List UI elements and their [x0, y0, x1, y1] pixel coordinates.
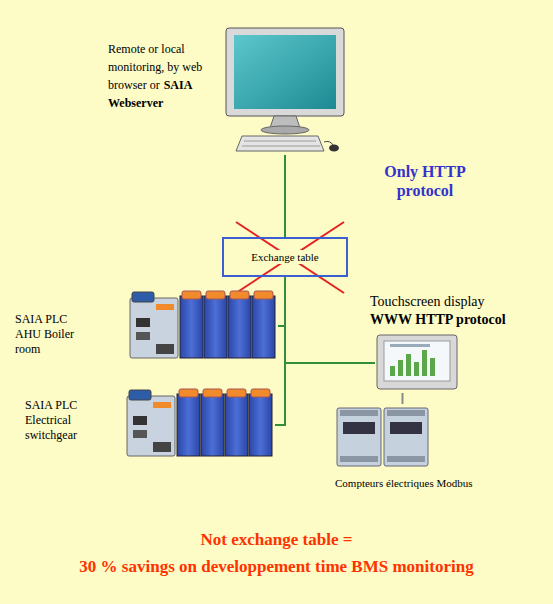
meter-illustration — [384, 408, 428, 466]
meter-node: Compteurs électriques Modbus — [335, 404, 430, 470]
plc-illustration — [129, 390, 151, 400]
connector-line — [278, 277, 285, 326]
label-block: Compteurs électriques Modbus — [335, 476, 515, 490]
label-block: Touchscreen displayWWW HTTP protocol — [370, 293, 548, 329]
plc-illustration — [153, 442, 171, 452]
plc-illustration — [177, 394, 200, 456]
red-cross — [236, 222, 344, 293]
computer-illustration — [324, 141, 333, 145]
meter-illustration — [390, 422, 422, 434]
node-text: Touchscreen display — [370, 293, 548, 311]
connector-line — [285, 277, 375, 363]
touchscreen-illustration — [430, 358, 435, 376]
exchange-table-box: Exchange table — [222, 237, 348, 277]
touchscreen-illustration — [384, 341, 450, 381]
plc-illustration — [179, 389, 198, 397]
plc-illustration — [254, 291, 273, 299]
connector-line — [402, 393, 404, 404]
plc-illustration — [206, 291, 225, 299]
plc-illustration — [156, 304, 174, 310]
label-block: SAIA PLC Electrical switchgear — [25, 398, 97, 443]
meter-illustration — [340, 456, 378, 462]
meter-illustration — [343, 422, 375, 434]
plc-illustration — [127, 396, 175, 456]
plc-illustration — [252, 296, 275, 358]
plc-illustration — [133, 416, 147, 425]
computer-illustration — [329, 145, 339, 152]
protocol-note: Only HTTP protocol — [372, 162, 478, 200]
touchscreen-illustration — [377, 335, 457, 389]
computer-illustration — [236, 136, 324, 151]
meter-illustration — [387, 456, 425, 462]
touchscreen-illustration — [390, 344, 430, 347]
node-text: Exchange table — [248, 250, 322, 264]
plc-illustration — [156, 344, 174, 354]
savings-note: 30 % savings on developpement time BMS m… — [0, 557, 553, 577]
computer-illustration — [226, 28, 344, 116]
touchscreen-illustration — [390, 366, 395, 376]
plc-node: SAIA PLC Electrical switchgear — [125, 388, 275, 462]
computer-illustration — [234, 35, 336, 109]
touchscreen-node: Touchscreen displayWWW HTTP protocol — [375, 333, 460, 393]
meter-illustration — [387, 410, 425, 416]
label-block: SAIA PLC AHU Boiler room — [15, 312, 87, 357]
connector-line — [275, 277, 285, 425]
touchscreen-illustration — [398, 360, 403, 376]
node-text: WWW HTTP protocol — [370, 311, 548, 329]
plc-illustration — [201, 394, 224, 456]
computer-illustration — [226, 28, 344, 152]
red-cross — [236, 222, 344, 293]
plc-illustration — [127, 389, 272, 456]
plc-illustration — [180, 296, 203, 358]
plc-node: SAIA PLC AHU Boiler room — [128, 290, 278, 362]
touchscreen-illustration — [406, 354, 411, 376]
connector-line — [284, 155, 286, 237]
plc-illustration — [249, 394, 272, 456]
plc-illustration — [227, 389, 246, 397]
red-cross — [236, 222, 344, 293]
plc-illustration — [203, 389, 222, 397]
plc-illustration — [130, 291, 275, 358]
plc-illustration — [130, 298, 178, 358]
savings-note: Not exchange table = — [0, 530, 553, 550]
label-block: Remote or local monitoring, by web brows… — [108, 39, 216, 111]
touchscreen-illustration — [414, 362, 419, 376]
plc-illustration — [136, 318, 150, 327]
plc-illustration — [204, 296, 227, 358]
plc-illustration — [136, 332, 150, 340]
meter-illustration — [340, 410, 378, 416]
node-text: Compteurs électriques Modbus — [335, 476, 515, 490]
plc-illustration — [132, 292, 154, 302]
computer-illustration — [242, 141, 320, 146]
plc-illustration — [153, 402, 171, 408]
plc-illustration — [251, 389, 270, 397]
plc-illustration — [230, 291, 249, 299]
computer-illustration — [261, 126, 309, 134]
plc-illustration — [182, 291, 201, 299]
meter-illustration — [337, 408, 381, 466]
computer-node: Remote or local monitoring, by web brows… — [220, 25, 350, 155]
meter-illustration — [337, 408, 428, 466]
node-text: SAIA PLC Electrical switchgear — [25, 398, 97, 443]
touchscreen-illustration — [422, 350, 427, 376]
plc-illustration — [228, 296, 251, 358]
plc-illustration — [133, 430, 147, 438]
plc-illustration — [225, 394, 248, 456]
touchscreen-illustration — [377, 335, 457, 389]
node-text: SAIA PLC AHU Boiler room — [15, 312, 87, 357]
